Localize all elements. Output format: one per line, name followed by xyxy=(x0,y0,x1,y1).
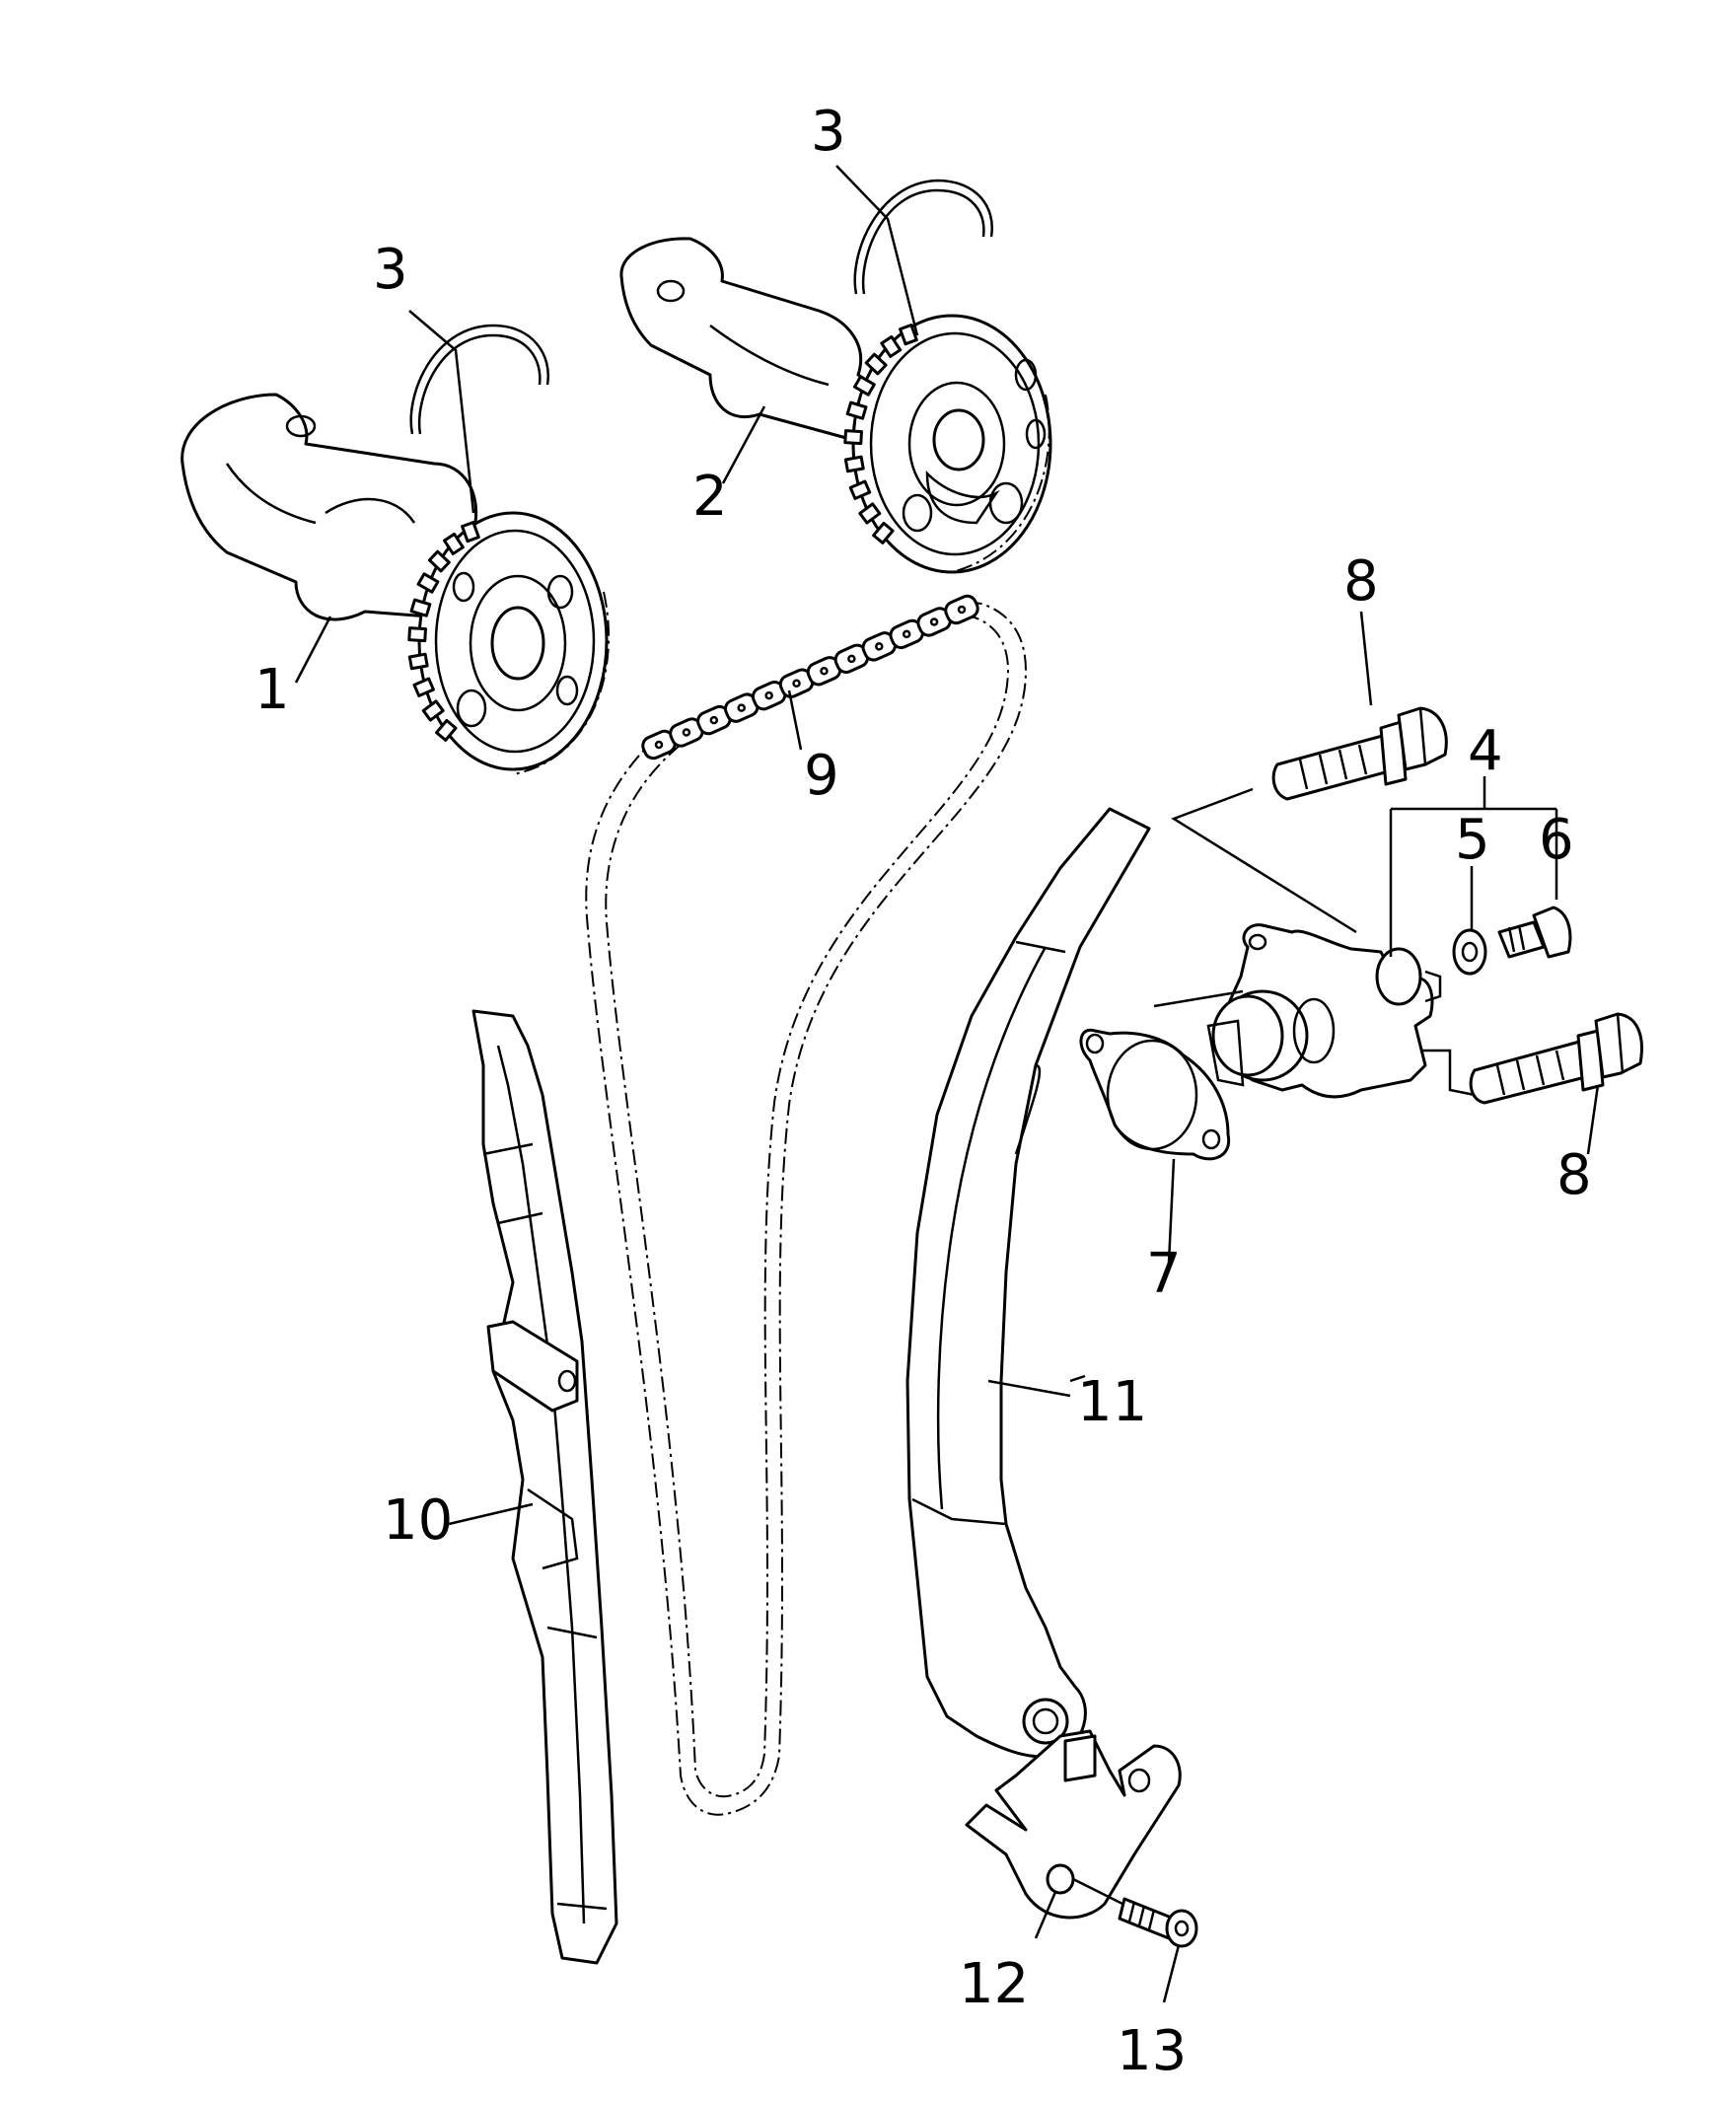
sprocket-teeth-intake xyxy=(843,324,918,544)
callout-10: 10 xyxy=(383,1488,453,1553)
sprocket-tooth xyxy=(443,532,465,555)
gasket xyxy=(1079,1028,1231,1161)
sprocket-tooth xyxy=(421,699,445,722)
sprocket-teeth-exhaust xyxy=(407,521,480,742)
sprocket-tooth xyxy=(409,598,432,617)
cam-chain xyxy=(585,594,1028,1816)
sprocket-tooth xyxy=(899,324,918,346)
callout-3-left: 3 xyxy=(373,238,408,302)
callout-5: 5 xyxy=(1455,808,1490,872)
leader-lines xyxy=(294,165,1600,2003)
sprocket-tooth xyxy=(852,375,876,397)
sprocket-tooth xyxy=(843,429,863,446)
callout-7: 7 xyxy=(1146,1242,1182,1306)
chain-pin xyxy=(929,617,939,626)
chain-pin xyxy=(682,728,691,737)
clip-right xyxy=(853,179,993,295)
washer xyxy=(1452,928,1487,976)
sprocket-tooth xyxy=(864,352,888,376)
chain-pin xyxy=(709,715,719,725)
chain-pin xyxy=(764,690,773,700)
chain-pin xyxy=(737,703,746,712)
callout-8-lower: 8 xyxy=(1556,1143,1592,1207)
sprocket-tooth xyxy=(880,334,903,358)
callout-8-upper: 8 xyxy=(1343,549,1379,614)
camshaft-intake xyxy=(619,237,1052,574)
sprocket-tooth xyxy=(427,549,451,573)
chain-pin xyxy=(847,654,856,664)
mount-line-upper xyxy=(1171,787,1357,934)
callout-2: 2 xyxy=(692,465,728,529)
sprocket-tooth xyxy=(872,521,895,544)
cam-chain-links xyxy=(641,594,979,761)
bolt-upper xyxy=(1271,706,1448,801)
callout-4: 4 xyxy=(1468,719,1503,783)
screw xyxy=(1072,1877,1198,1948)
chain-pin xyxy=(654,740,664,750)
callout-11: 11 xyxy=(1077,1370,1147,1434)
tensioner-guide xyxy=(905,807,1151,1759)
cam-chain-outline-inner xyxy=(605,616,1010,1798)
sprocket-tooth xyxy=(407,626,427,643)
callout-13: 13 xyxy=(1117,2019,1187,2083)
callout-9: 9 xyxy=(804,744,839,808)
guide-plate xyxy=(965,1729,1182,1920)
camshaft-exhaust xyxy=(181,393,611,775)
sprocket-tooth xyxy=(848,479,872,500)
chain-pin xyxy=(957,605,967,615)
callout-12: 12 xyxy=(959,1952,1029,2016)
sprocket-tooth xyxy=(858,502,882,525)
tensioner-assembly xyxy=(1153,923,1442,1099)
chain-pin xyxy=(792,679,801,688)
plug-bolt xyxy=(1497,906,1572,959)
chain-link xyxy=(944,594,979,625)
chain-pin xyxy=(902,629,911,639)
clip-left xyxy=(409,324,549,435)
chain-guide xyxy=(471,1009,618,1965)
callout-6: 6 xyxy=(1539,808,1574,872)
sprocket-tooth xyxy=(416,572,440,594)
sprocket-tooth xyxy=(843,455,865,473)
sprocket-tooth xyxy=(412,677,435,697)
chain-pin xyxy=(875,642,884,651)
sprocket-tooth xyxy=(435,718,458,742)
cam-chain-outline-outer xyxy=(585,601,1028,1816)
sprocket-tooth xyxy=(461,521,480,544)
sprocket-tooth xyxy=(845,400,868,420)
callout-3-right: 3 xyxy=(811,100,846,164)
mount-line-lower xyxy=(1420,1049,1476,1097)
bolt-lower xyxy=(1469,1012,1643,1105)
callout-1: 1 xyxy=(254,658,290,722)
callout-labels: 1 2 3 3 4 5 6 7 8 8 9 10 11 12 13 xyxy=(254,100,1592,2083)
chain-pin xyxy=(820,667,829,676)
sprocket-tooth xyxy=(407,652,429,671)
